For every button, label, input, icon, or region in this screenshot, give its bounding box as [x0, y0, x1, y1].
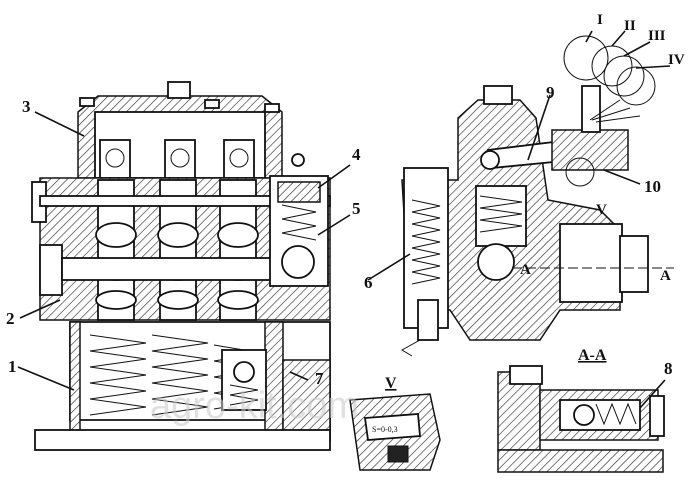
detail-v-marker: V: [596, 202, 607, 218]
callout-9: 9: [546, 83, 555, 102]
detail-v-title: V: [385, 375, 397, 392]
side-sectional-view: [401, 35, 674, 357]
position-iii: III: [648, 28, 666, 44]
position-i: I: [597, 12, 603, 28]
callout-4: 4: [352, 145, 361, 164]
leader-lines: [17, 30, 671, 409]
section-marker-a: A: [520, 262, 531, 278]
lever-positions: [563, 35, 656, 133]
section-a-a: [497, 365, 665, 473]
callout-6: 6: [364, 273, 373, 292]
callout-10: 10: [644, 177, 661, 196]
booster-lock: [221, 349, 267, 411]
section-arrow-a: A: [660, 268, 671, 284]
callout-2: 2: [6, 309, 15, 328]
detail-v: S=0-0,3: [349, 393, 441, 471]
callout-8: 8: [664, 359, 673, 378]
watermark: agro-kit.com: [150, 385, 359, 427]
position-iv: IV: [668, 52, 685, 68]
position-ii: II: [624, 18, 636, 34]
callout-5: 5: [352, 199, 361, 218]
safety-valve: [269, 153, 329, 287]
gap-note: S=0-0,3: [372, 425, 398, 434]
callout-1: 1: [8, 357, 17, 376]
callout-7: 7: [315, 369, 324, 388]
callout-3: 3: [22, 97, 31, 116]
section-a-a-title: A-A: [578, 347, 607, 364]
spool-caps: [99, 139, 255, 179]
main-sectional-view: [31, 81, 331, 451]
